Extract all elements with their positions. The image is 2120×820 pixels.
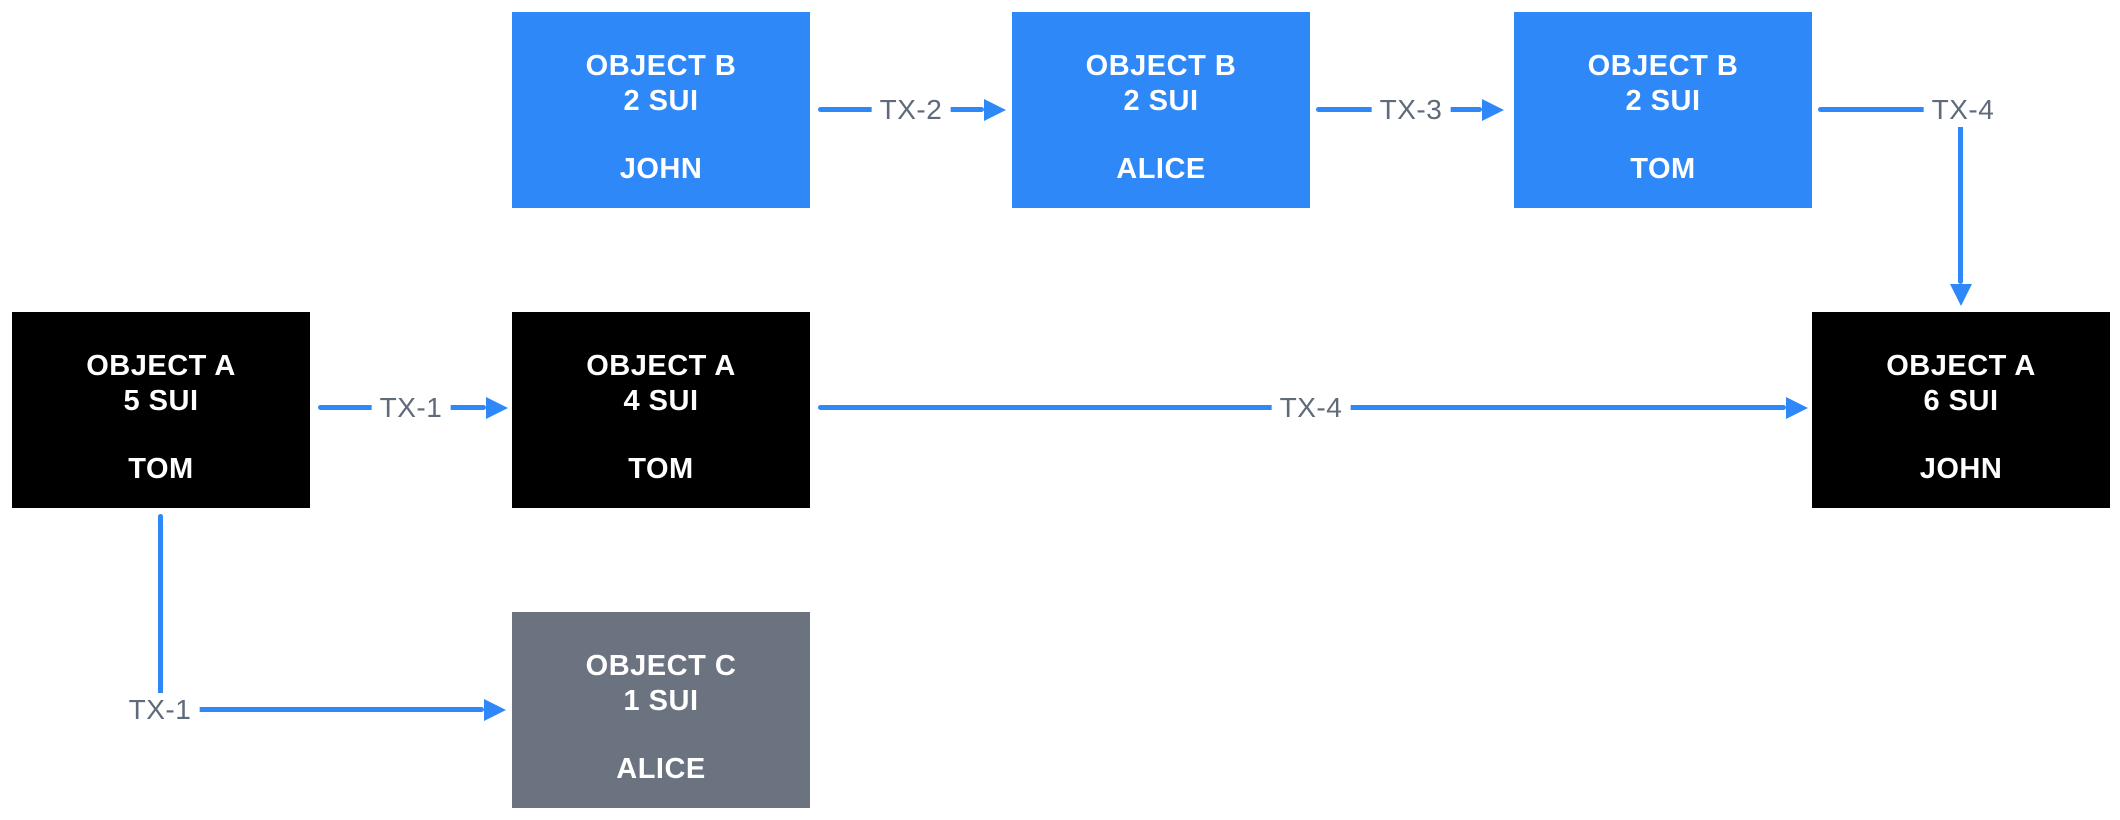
arrow-line <box>158 514 163 710</box>
node-amount: 5 SUI <box>123 385 199 417</box>
node-title: OBJECT B <box>585 50 737 82</box>
arrow-line <box>160 707 484 712</box>
arrowhead-right-icon <box>1482 99 1504 121</box>
node-amount: 2 SUI <box>1625 85 1701 117</box>
node-title: OBJECT A <box>586 350 736 382</box>
node-title: OBJECT A <box>86 350 236 382</box>
arrow-label: TX-3 <box>1371 93 1451 127</box>
arrowhead-right-icon <box>484 699 506 721</box>
node-title: OBJECT B <box>1085 50 1237 82</box>
node-owner: JOHN <box>619 153 703 185</box>
node-amount: 2 SUI <box>1123 85 1199 117</box>
node-owner: JOHN <box>1919 453 2003 485</box>
node-owner: TOM <box>628 453 694 485</box>
node-object-a-6-john: OBJECT A 6 SUI JOHN <box>1812 312 2110 508</box>
node-owner: TOM <box>1630 153 1696 185</box>
node-object-b-tom: OBJECT B 2 SUI TOM <box>1514 12 1812 208</box>
node-object-a-5-tom: OBJECT A 5 SUI TOM <box>12 312 310 508</box>
arrow-line <box>1818 107 1961 112</box>
node-title: OBJECT A <box>1886 350 2036 382</box>
arrow-label: TX-4 <box>1923 93 2003 127</box>
node-object-a-4-tom: OBJECT A 4 SUI TOM <box>512 312 810 508</box>
node-object-b-john: OBJECT B 2 SUI JOHN <box>512 12 810 208</box>
arrow-label: TX-1 <box>120 693 200 727</box>
arrowhead-down-icon <box>1950 284 1972 306</box>
node-amount: 4 SUI <box>623 385 699 417</box>
node-amount: 6 SUI <box>1923 385 1999 417</box>
arrowhead-right-icon <box>984 99 1006 121</box>
node-owner: TOM <box>128 453 194 485</box>
arrowhead-right-icon <box>1786 397 1808 419</box>
node-object-b-alice: OBJECT B 2 SUI ALICE <box>1012 12 1310 208</box>
arrowhead-right-icon <box>486 397 508 419</box>
arrow-line <box>1958 110 1963 284</box>
node-object-c-alice: OBJECT C 1 SUI ALICE <box>512 612 810 808</box>
node-title: OBJECT B <box>1587 50 1739 82</box>
node-owner: ALICE <box>616 753 706 785</box>
node-title: OBJECT C <box>585 650 737 682</box>
arrow-label: TX-4 <box>1271 391 1351 425</box>
arrow-label: TX-1 <box>371 391 451 425</box>
arrow-label: TX-2 <box>871 93 951 127</box>
node-owner: ALICE <box>1116 153 1206 185</box>
node-amount: 1 SUI <box>623 685 699 717</box>
node-amount: 2 SUI <box>623 85 699 117</box>
